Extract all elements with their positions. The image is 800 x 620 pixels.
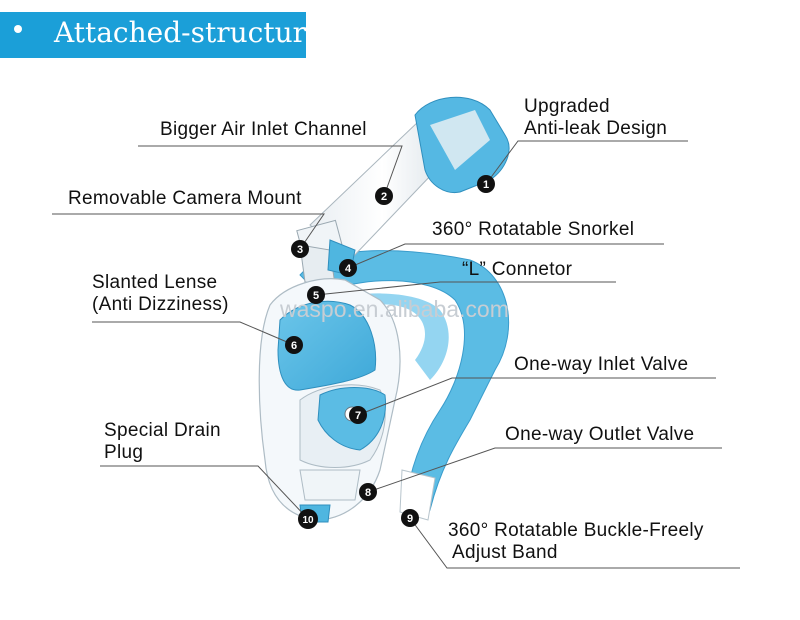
label-buckle-band: 360° Rotatable Buckle-Freely Adjust Band bbox=[448, 520, 704, 564]
bullet-icon bbox=[14, 25, 22, 33]
label-line: Plug bbox=[104, 442, 144, 463]
label-drain-plug: Special Drain Plug bbox=[104, 420, 221, 464]
label-rotatable-snorkel: 360° Rotatable Snorkel bbox=[432, 219, 635, 240]
svg-text:8: 8 bbox=[365, 487, 371, 499]
label-line: Anti-leak Design bbox=[524, 118, 668, 139]
svg-text:7: 7 bbox=[355, 410, 361, 422]
marker-9: 9 bbox=[401, 509, 419, 527]
marker-2: 2 bbox=[375, 187, 393, 205]
section-header: Attached-structure bbox=[0, 12, 323, 58]
label-inlet-valve: One-way Inlet Valve bbox=[514, 354, 689, 375]
label-line: Slanted Lense bbox=[92, 272, 218, 293]
marker-6: 6 bbox=[285, 336, 303, 354]
svg-text:5: 5 bbox=[313, 290, 319, 302]
marker-8: 8 bbox=[359, 483, 377, 501]
label-line: 360° Rotatable Buckle-Freely bbox=[448, 520, 704, 541]
svg-text:2: 2 bbox=[381, 191, 387, 203]
watermark-text: waspo.en.alibaba.com bbox=[280, 296, 509, 322]
marker-7: 7 bbox=[349, 406, 367, 424]
callout-markers: 1 2 3 4 5 6 7 8 9 10 bbox=[285, 175, 495, 529]
label-outlet-valve: One-way Outlet Valve bbox=[505, 424, 695, 445]
svg-text:10: 10 bbox=[302, 515, 314, 526]
leader-lines bbox=[52, 140, 740, 569]
marker-1: 1 bbox=[477, 175, 495, 193]
marker-5: 5 bbox=[307, 286, 325, 304]
svg-text:1: 1 bbox=[483, 179, 489, 191]
svg-text:9: 9 bbox=[407, 513, 413, 525]
label-line: (Anti Dizziness) bbox=[92, 294, 229, 315]
marker-3: 3 bbox=[291, 240, 309, 258]
label-line: Special Drain bbox=[104, 420, 221, 441]
svg-text:4: 4 bbox=[345, 263, 352, 275]
label-line: Adjust Band bbox=[452, 542, 558, 563]
label-camera-mount: Removable Camera Mount bbox=[68, 188, 302, 209]
label-upgraded-anti-leak: Upgraded Anti-leak Design bbox=[524, 96, 667, 140]
svg-text:6: 6 bbox=[291, 340, 297, 352]
marker-4: 4 bbox=[339, 259, 357, 277]
label-slanted-lense: Slanted Lense (Anti Dizziness) bbox=[92, 272, 229, 316]
label-line: Upgraded bbox=[524, 96, 610, 117]
svg-text:3: 3 bbox=[297, 244, 303, 256]
label-l-connector: “L” Connetor bbox=[462, 259, 573, 280]
label-air-inlet-channel: Bigger Air Inlet Channel bbox=[160, 119, 367, 140]
marker-10: 10 bbox=[298, 509, 318, 529]
section-title: Attached-structure bbox=[54, 16, 323, 49]
